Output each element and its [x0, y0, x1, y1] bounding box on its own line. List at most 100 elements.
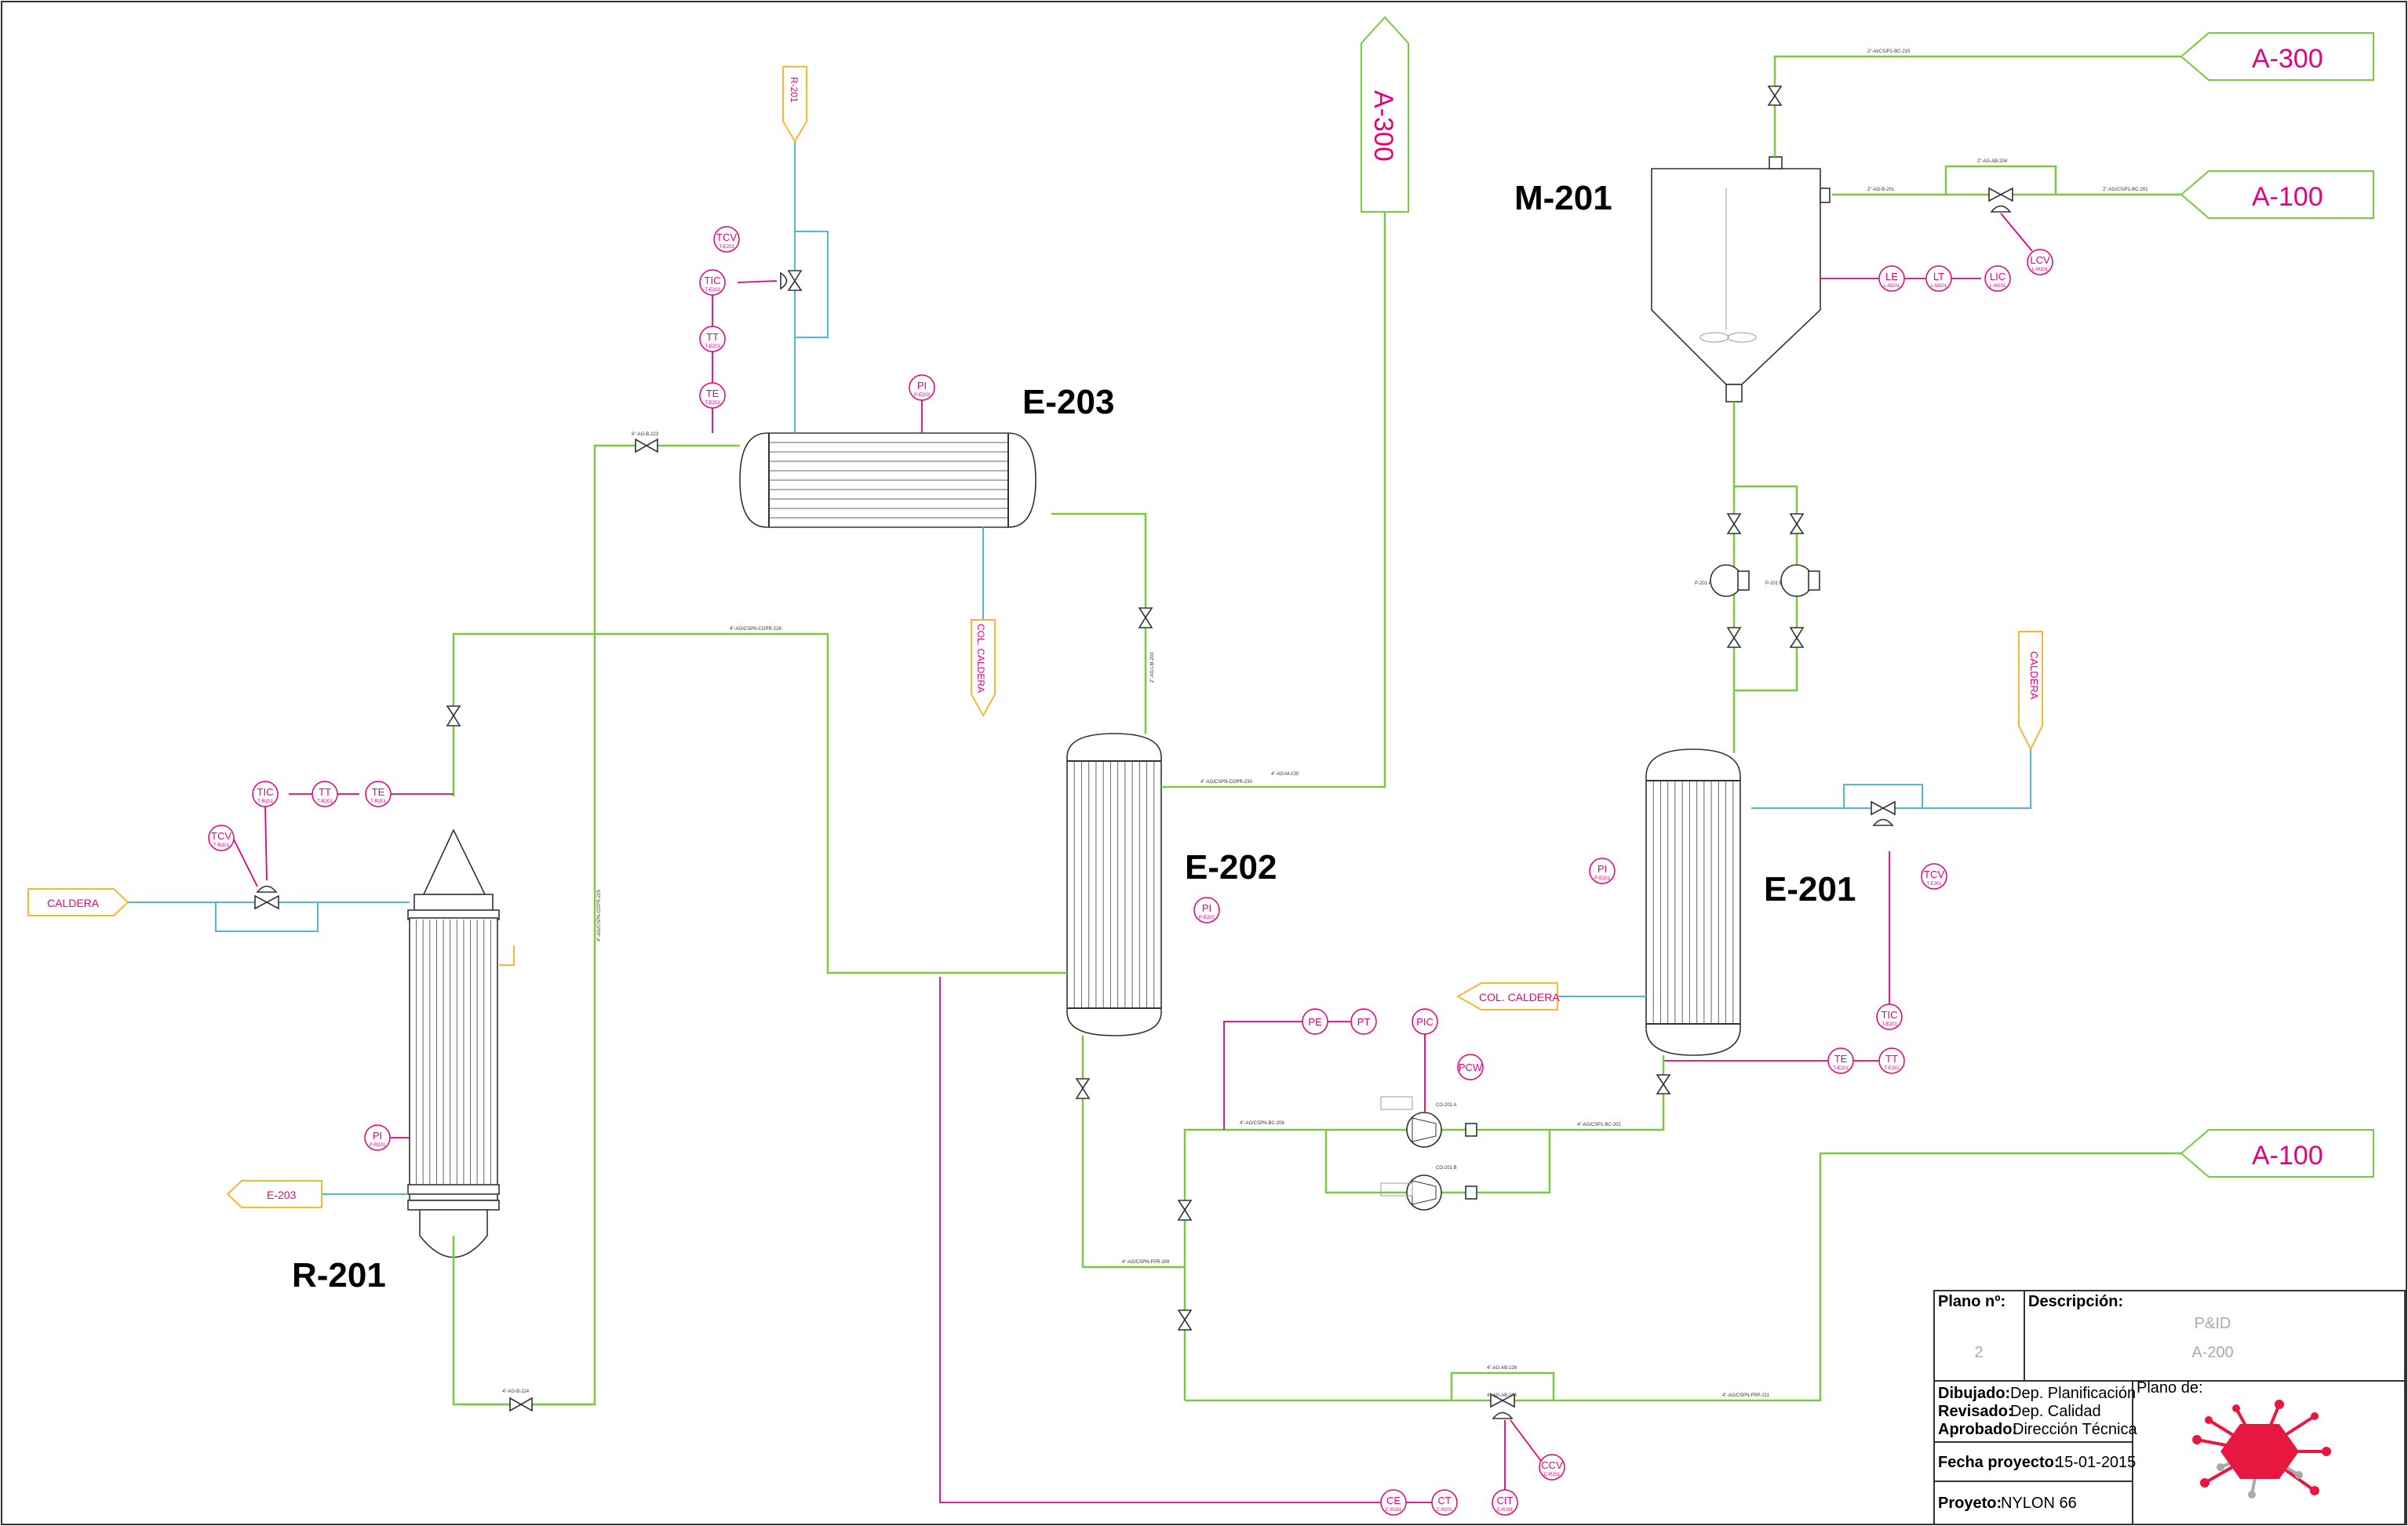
valve-header-2[interactable]: [1177, 1309, 1193, 1331]
line-tag: 4"-AG-M-230: [1271, 772, 1299, 777]
compressor-co201a[interactable]: [1406, 1112, 1442, 1148]
plano-label: Plano nº:: [1938, 1293, 2005, 1310]
connector-caldera-e201[interactable]: CALDERA: [2018, 631, 2043, 752]
inst-tag: LCV: [2030, 254, 2050, 266]
inst-pi-r201[interactable]: PIP-R201: [364, 1124, 391, 1151]
inst-le-m201[interactable]: LE L-M201: [1878, 265, 1905, 292]
inst-sub: L-M201: [1931, 284, 1947, 289]
inst-tag: TE: [706, 388, 719, 399]
inst-sub: L-M201: [1884, 284, 1900, 289]
valve-header-1[interactable]: [1177, 1200, 1193, 1221]
pump-p201a[interactable]: [1710, 564, 1750, 597]
connector-label: CALDERA: [47, 897, 100, 909]
valve-e201-out[interactable]: [1656, 1074, 1671, 1094]
m201-tank[interactable]: [1651, 156, 1831, 402]
inst-pi-e202[interactable]: PIP-E202: [1193, 897, 1220, 923]
inst-lt-m201[interactable]: LT L-M201: [1925, 265, 1952, 292]
valve-tcv-e201[interactable]: [1871, 800, 1896, 826]
inst-pi-e203[interactable]: PIP-E203: [909, 374, 935, 401]
valve-r201-bottom[interactable]: [509, 1397, 533, 1412]
inst-pi-e201[interactable]: PIP-E201: [1589, 858, 1616, 884]
valve-tcv-e203[interactable]: [780, 270, 803, 291]
m201-label: M-201: [1514, 179, 1612, 217]
proyecto-value: NYLON 66: [2001, 1495, 2077, 1512]
e201-exchanger[interactable]: [1645, 748, 1741, 1056]
inst-ct[interactable]: CTC-R201: [1431, 1489, 1458, 1516]
inst-te-e203[interactable]: TET-E203: [699, 382, 726, 409]
inst-tag: TT: [706, 331, 719, 343]
valve-pump-b-in[interactable]: [1789, 513, 1805, 534]
e203-exchanger[interactable]: [739, 432, 1036, 528]
r201-reactor[interactable]: [407, 829, 500, 1258]
inst-sub: C-R201: [1386, 1508, 1402, 1513]
filter-b[interactable]: [1465, 1185, 1477, 1200]
inst-pt[interactable]: PT: [1350, 1008, 1377, 1035]
inst-sub: P-E201: [1594, 876, 1611, 881]
connector-e203-return[interactable]: E-203: [226, 1180, 322, 1208]
valve-tcv-r201[interactable]: [254, 885, 279, 910]
inst-tag: LE: [1885, 271, 1898, 282]
connector-label: E-203: [267, 1189, 297, 1201]
inst-tt-e203[interactable]: TTT-E203: [699, 326, 726, 352]
inst-pcw[interactable]: PCW: [1457, 1054, 1484, 1080]
inst-te-e201[interactable]: TET-E201: [1827, 1047, 1854, 1074]
valve-e203-out[interactable]: [635, 438, 658, 453]
connector-caldera-r201[interactable]: CALDERA: [27, 888, 129, 916]
inst-tag: TIC: [1882, 1009, 1898, 1021]
valve-pump-b-out[interactable]: [1789, 627, 1805, 648]
inst-sub: P-E203: [914, 393, 931, 398]
pump-p201b[interactable]: [1780, 564, 1820, 597]
compressor-co201b[interactable]: [1406, 1175, 1442, 1211]
filter-a[interactable]: [1465, 1123, 1477, 1137]
inst-tt-r201[interactable]: TTT-R201: [311, 781, 338, 807]
line-e202-bottom: [1081, 1036, 1185, 1269]
valve-pump-a-in[interactable]: [1726, 513, 1742, 534]
inst-sub: L-M201: [2032, 268, 2049, 272]
valve-r201-top[interactable]: [446, 705, 461, 727]
bypass-ccv: [1450, 1371, 1555, 1400]
line-tag: 2"-AG-LM-203: [1150, 652, 1155, 683]
connector-col-caldera-e203[interactable]: COL. CALDERA: [971, 619, 996, 718]
connector-a100-top[interactable]: A-100: [2180, 170, 2374, 219]
inst-tag: LT: [1933, 271, 1944, 282]
connector-col-caldera-e201[interactable]: COL. CALDERA: [1455, 982, 1560, 1011]
inst-pic[interactable]: PIC: [1412, 1008, 1438, 1035]
descripcion-area: A-200: [2191, 1344, 2233, 1361]
connector-r201-top[interactable]: R-201: [782, 66, 807, 143]
inst-te-r201[interactable]: TET-R201: [365, 781, 392, 807]
descripcion-pid: P&ID: [2195, 1315, 2231, 1332]
inst-tag: CIT: [1497, 1495, 1514, 1506]
inst-tag: PT: [1357, 1016, 1371, 1028]
inst-lcv-m201[interactable]: LCV L-M201: [2027, 249, 2053, 275]
e202-label: E-202: [1185, 848, 1277, 887]
line-tag: 4"-AG/CSPN-FPR-209: [1122, 1260, 1170, 1265]
connector-label: A-300: [1368, 90, 1398, 162]
valve-a300-m201[interactable]: [1767, 86, 1783, 106]
valve-e202-bottom[interactable]: [1075, 1078, 1091, 1099]
inst-tag: PI: [373, 1130, 382, 1142]
connector-a300-top[interactable]: A-300: [2180, 32, 2374, 81]
inst-tag: TE: [1834, 1053, 1848, 1065]
connector-a100-bottom[interactable]: A-100: [2180, 1129, 2374, 1178]
valve-e202-top[interactable]: [1138, 607, 1153, 628]
inst-ce[interactable]: CEC-R201: [1380, 1489, 1407, 1516]
descripcion-label: Descripción:: [2028, 1293, 2123, 1310]
inst-pe[interactable]: PE: [1302, 1008, 1328, 1035]
valve-ccv[interactable]: [1490, 1393, 1515, 1419]
inst-tt-e201[interactable]: TTT-E201: [1878, 1047, 1905, 1074]
valve-lcv-m201[interactable]: [1988, 187, 2013, 213]
connector-a300-vertical[interactable]: A-300: [1361, 16, 1409, 213]
valve-pump-a-out[interactable]: [1726, 627, 1742, 648]
e202-exchanger[interactable]: [1066, 733, 1162, 1036]
line-tag: 2"-AG-B-201: [1867, 188, 1895, 192]
